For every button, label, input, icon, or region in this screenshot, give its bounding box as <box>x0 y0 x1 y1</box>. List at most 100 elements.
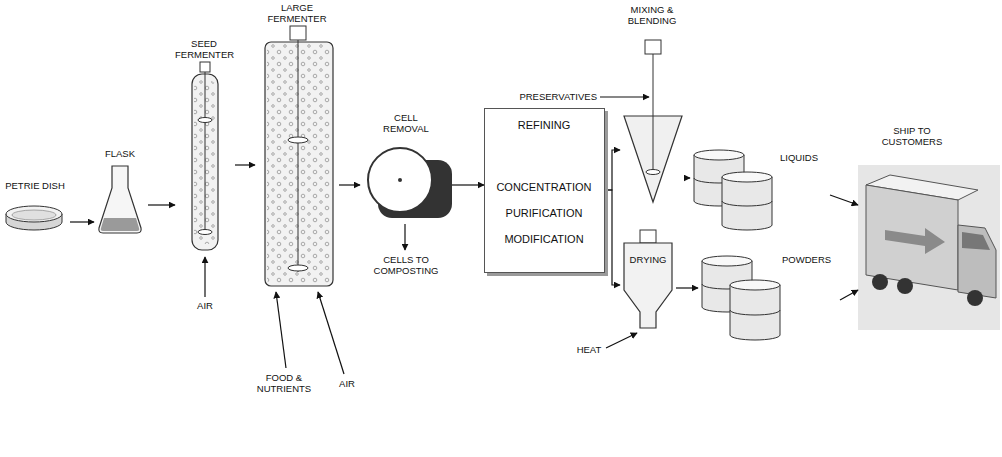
flow-arrow <box>605 150 620 190</box>
drawing-part <box>722 172 772 182</box>
flow-arrow <box>70 221 94 222</box>
seed-fermenter <box>192 62 218 250</box>
drawing-part <box>694 150 744 160</box>
drawing-part <box>200 62 210 72</box>
inlet-label: HEAT <box>574 344 604 355</box>
liquids-node: LIQUIDS <box>690 144 830 234</box>
inlet-label: AIR <box>332 378 362 389</box>
refining-box: REFINING CONCENTRATION PURIFICATION MODIFIC… <box>484 108 605 273</box>
drawing-part <box>204 257 205 297</box>
drawing-part <box>198 118 212 123</box>
drawing-part <box>722 201 772 206</box>
drawing-part <box>288 265 308 271</box>
drawing-part <box>872 274 888 290</box>
drawing-part <box>606 333 637 348</box>
flow-arrow <box>452 184 484 185</box>
preservatives-arrow <box>600 97 649 98</box>
drawing-part <box>288 137 308 143</box>
drawing-part <box>730 310 780 315</box>
drawing-part <box>265 42 333 286</box>
drawing-part <box>318 292 344 374</box>
drawing-part <box>645 40 661 54</box>
outlet-label: CELLS TO COMPOSTING <box>368 254 444 276</box>
flow-arrow <box>339 184 360 185</box>
dryer <box>624 230 672 328</box>
box-heading: REFINING <box>485 119 603 132</box>
petri-dish <box>6 206 62 230</box>
drawing-part <box>198 230 212 235</box>
drawing-part <box>897 278 913 294</box>
drawing-part <box>640 230 656 243</box>
drawing-part <box>398 178 402 182</box>
part-label: MIXING & BLENDING <box>620 4 684 26</box>
liquid-drums <box>694 150 772 230</box>
air-inlet-arrow <box>205 257 206 297</box>
drawing-part <box>101 218 140 231</box>
flow-arrow <box>830 195 858 205</box>
mixing-tank <box>624 40 682 202</box>
flow-arrow <box>676 287 698 288</box>
petri-dish-node: PETRIE DISH <box>2 180 70 238</box>
drawing-part <box>290 26 306 40</box>
drawing-part <box>404 224 405 250</box>
mixing-node: MIXING & BLENDING <box>620 4 686 204</box>
box-item: MODIFICATION <box>485 233 603 246</box>
part-label: LIQUIDS <box>780 152 828 163</box>
part-label: SEED FERMENTER <box>175 38 233 60</box>
drawing-part <box>205 72 206 235</box>
part-label: SHIP TO CUSTOMERS <box>872 125 952 147</box>
dryer-node: DRYING <box>620 228 676 332</box>
box-item: CONCENTRATION <box>485 181 603 194</box>
flask <box>99 166 141 233</box>
composting-arrow <box>405 224 406 250</box>
drawing-part <box>653 54 654 172</box>
drawing-part <box>702 256 752 266</box>
drawing-part <box>99 166 141 233</box>
part-label: POWDERS <box>782 254 838 265</box>
part-label: DRYING <box>622 254 674 265</box>
box-item: PURIFICATION <box>485 207 603 220</box>
flow-arrow <box>605 190 620 285</box>
inlet-label: FOOD & NUTRIENTS <box>248 372 320 394</box>
drawing-part <box>722 177 772 230</box>
drawing-part <box>600 96 649 97</box>
truck-node: SHIP TO CUSTOMERS <box>858 125 1000 335</box>
inlet-label: AIR <box>190 300 220 311</box>
drawing-part <box>858 165 1000 330</box>
part-label: CELL REMOVAL <box>374 112 438 134</box>
drawing-part <box>368 148 432 212</box>
heat-arrow <box>606 333 637 348</box>
flow-arrow <box>235 164 255 165</box>
large-fermenter <box>265 26 333 286</box>
drawing-part <box>958 225 996 298</box>
flow-arrow <box>840 290 858 300</box>
drawing-part <box>866 185 958 290</box>
food-inlet-arrow <box>276 292 286 368</box>
drawing-part <box>267 44 331 284</box>
part-label: PETRIE DISH <box>2 180 68 191</box>
truck <box>858 165 1000 330</box>
part-label: FLASK <box>94 148 146 159</box>
powder-drums <box>702 256 780 340</box>
centrifuge <box>368 148 452 218</box>
flow-arrow <box>686 177 690 178</box>
drawing-part <box>276 292 286 368</box>
drawing-part <box>730 280 780 290</box>
drawing-part <box>646 170 660 175</box>
drawing-part <box>298 40 299 272</box>
drawing-part <box>962 232 990 250</box>
cell-removal-node: CELL REMOVAL <box>360 112 452 222</box>
drawing-part <box>967 290 983 306</box>
inlet-label: PRESERVATIVES <box>500 91 597 102</box>
powders-node: POWDERS <box>698 250 840 346</box>
drawing-part <box>6 206 62 222</box>
air-inlet-arrow <box>318 292 344 374</box>
drawing-part <box>730 285 780 340</box>
seed-fermenter-node: SEED FERMENTER <box>175 38 235 254</box>
flow-arrow <box>148 204 175 205</box>
large-fermenter-node: LARGE FERMENTER <box>255 2 339 288</box>
flask-node: FLASK <box>94 148 148 238</box>
part-label: LARGE FERMENTER <box>265 2 329 24</box>
